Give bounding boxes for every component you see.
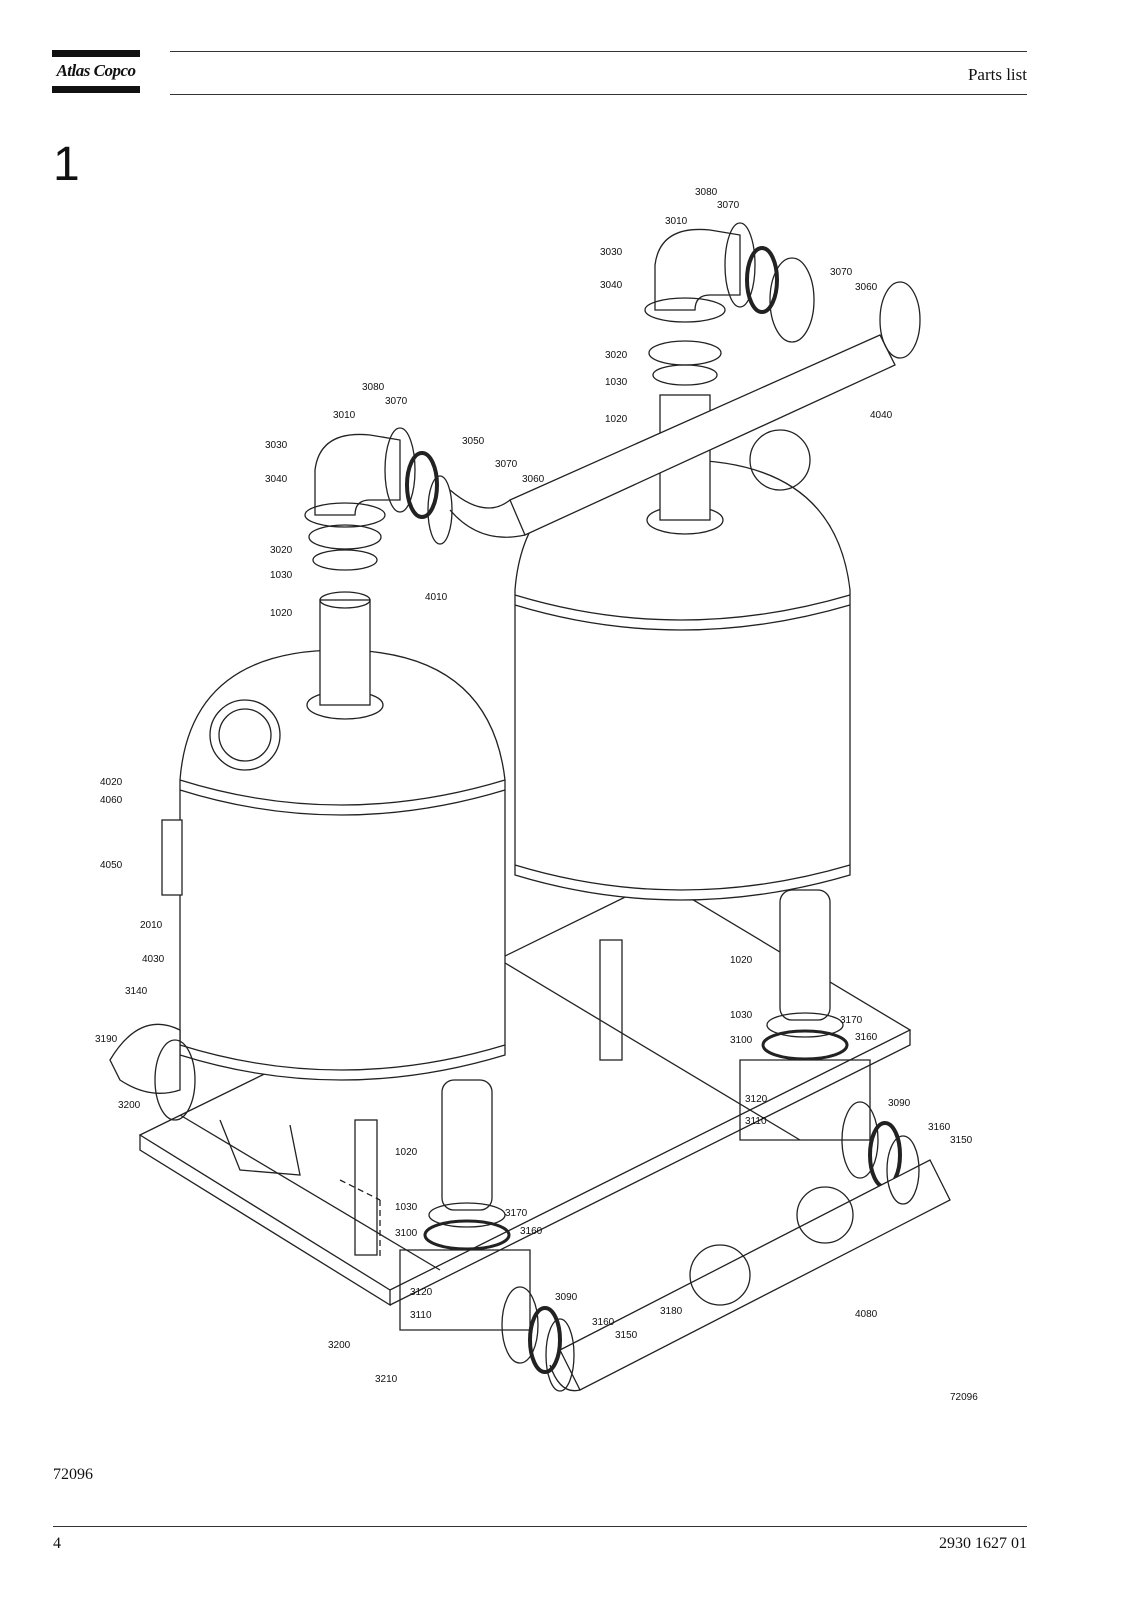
upper-left-elbow (304, 427, 439, 528)
callout: 3090 (888, 1098, 911, 1109)
callout: 3090 (555, 1292, 578, 1303)
callout: 3160 (855, 1032, 878, 1043)
callout: 1020 (270, 608, 293, 619)
callout: 3190 (95, 1034, 118, 1045)
callout: 1030 (730, 1010, 753, 1021)
callout: 3100 (395, 1228, 418, 1239)
callout: 4030 (142, 954, 165, 965)
callout: 3110 (410, 1310, 432, 1321)
logo-bottom-bar (52, 86, 140, 93)
drawing-id: 72096 (950, 1392, 978, 1403)
callout: 4010 (425, 592, 448, 603)
logo-wordmark: Atlas Copco (56, 61, 136, 80)
document-number: 2930 1627 01 (939, 1535, 1027, 1552)
atlas-copco-logo: Atlas Copco (52, 50, 140, 94)
lower-middle-silencer (399, 1079, 562, 1374)
callout: 3030 (265, 440, 288, 451)
callout: 3110 (745, 1116, 767, 1127)
lower-manifold (545, 1135, 951, 1392)
callout: 3070 (717, 200, 740, 211)
callout: 3120 (745, 1094, 768, 1105)
callout: 3060 (855, 282, 878, 293)
chapter-number: 1 (53, 138, 80, 191)
callout: 4040 (870, 410, 893, 421)
lower-right-silencer (739, 889, 902, 1189)
lower-left-inlet (109, 1023, 196, 1121)
callout: 2010 (140, 920, 163, 931)
footer-rule (53, 1526, 1027, 1527)
logo-top-bar (52, 50, 140, 57)
callout: 3040 (265, 474, 288, 485)
left-vessel (161, 524, 506, 1176)
callout: 3180 (660, 1306, 683, 1317)
callout: 4020 (100, 777, 123, 788)
callout: 3160 (520, 1226, 543, 1237)
callout: 3160 (928, 1122, 951, 1133)
callout: 3010 (333, 410, 356, 421)
callout: 3170 (840, 1015, 863, 1026)
callout: 3070 (830, 267, 853, 278)
callout: 3080 (695, 187, 718, 198)
callout: 1030 (270, 570, 293, 581)
callout: 4050 (100, 860, 123, 871)
upper-manifold (427, 257, 921, 545)
callout: 3030 (600, 247, 623, 258)
callout: 3160 (592, 1317, 615, 1328)
header-top-rule (170, 51, 1027, 52)
upper-right-elbow (644, 222, 779, 323)
callout: 3170 (505, 1208, 528, 1219)
section-title: Parts list (967, 65, 1027, 84)
callout-labels: 3080 3070 3010 3030 3040 3070 3060 3020 … (95, 187, 978, 1403)
callout: 4060 (100, 795, 123, 806)
callout: 3080 (362, 382, 385, 393)
callout: 3020 (605, 350, 628, 361)
callout: 1020 (395, 1147, 418, 1158)
page-number: 4 (53, 1535, 61, 1552)
callout: 1020 (730, 955, 753, 966)
callout: 3070 (385, 396, 408, 407)
callout: 1030 (605, 377, 628, 388)
callout: 3050 (462, 436, 485, 447)
callout: 3100 (730, 1035, 753, 1046)
callout: 1020 (605, 414, 628, 425)
callout: 3060 (522, 474, 545, 485)
callout: 4080 (855, 1309, 878, 1320)
callout: 3020 (270, 545, 293, 556)
callout: 3150 (950, 1135, 973, 1146)
callout: 3150 (615, 1330, 638, 1341)
callout: 3200 (328, 1340, 351, 1351)
callout: 3120 (410, 1287, 433, 1298)
callout: 1030 (395, 1202, 418, 1213)
callout: 3040 (600, 280, 623, 291)
callout: 3200 (118, 1100, 141, 1111)
callout: 3210 (375, 1374, 398, 1385)
callout: 3140 (125, 986, 148, 997)
exploded-parts-drawing: 3080 3070 3010 3030 3040 3070 3060 3020 … (95, 187, 978, 1403)
frame-skid (138, 879, 912, 1307)
header-bottom-rule (170, 94, 1027, 95)
callout: 3070 (495, 459, 518, 470)
callout: 3010 (665, 216, 688, 227)
figure-id: 72096 (53, 1466, 93, 1483)
